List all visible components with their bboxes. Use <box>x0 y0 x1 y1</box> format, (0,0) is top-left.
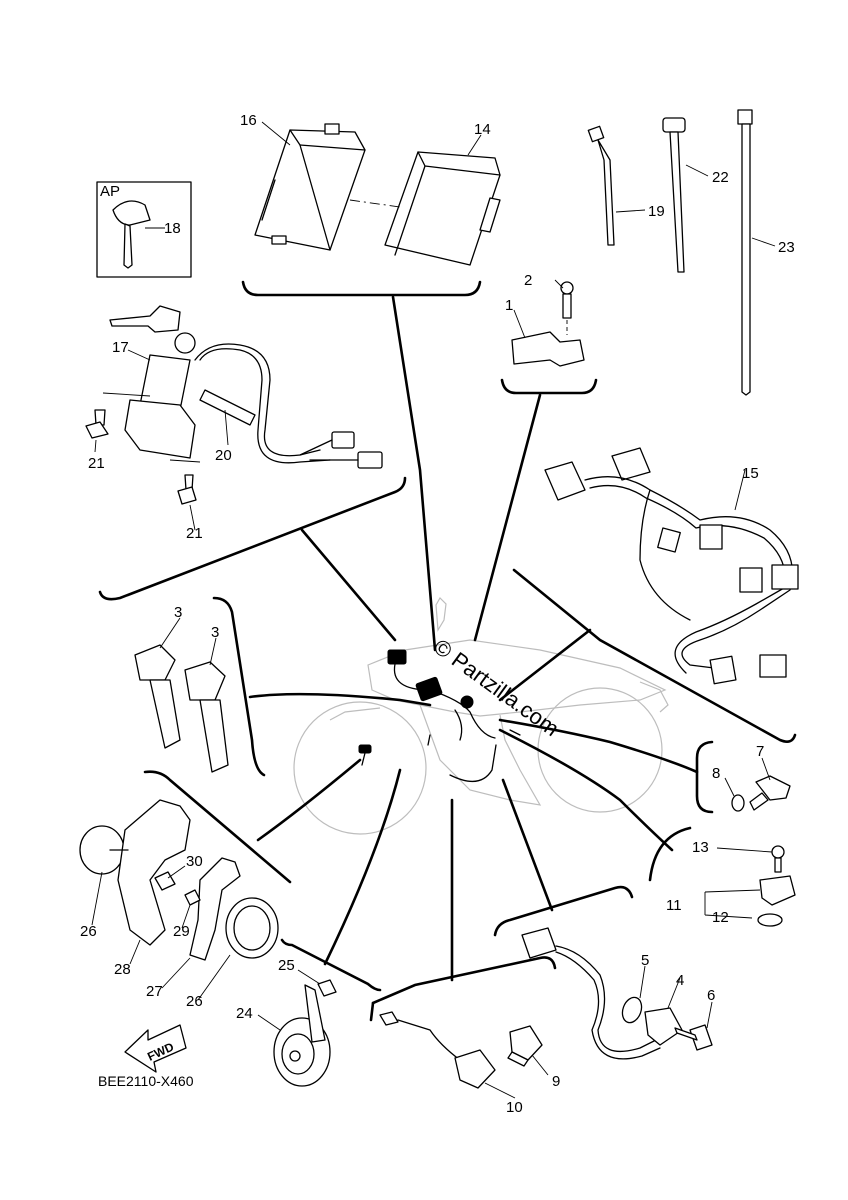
part-24-horn <box>273 979 337 1087</box>
part-15-wire-harness <box>544 447 799 685</box>
callout-7: 7 <box>756 743 764 760</box>
callout-1: 1 <box>505 297 513 314</box>
part-26-28-reflector-left <box>79 799 191 946</box>
callout-11: 11 <box>666 897 682 914</box>
callout-3b: 3 <box>211 624 219 641</box>
callout-15: 15 <box>742 465 759 482</box>
callout-30: 30 <box>186 853 203 870</box>
part-16-ecu <box>254 123 366 251</box>
motorcycle-silhouette <box>293 597 669 835</box>
part-20-wire <box>199 389 256 426</box>
fwd-arrow-icon: FWD <box>124 1024 187 1073</box>
part-10-sensor <box>379 1011 496 1089</box>
callout-8: 8 <box>712 765 720 782</box>
part-21-screws <box>85 392 201 505</box>
callout-6: 6 <box>707 987 715 1004</box>
callout-16: 16 <box>240 112 257 129</box>
part-11-sensor-set <box>704 845 796 927</box>
callout-19: 19 <box>648 203 665 220</box>
center-harness <box>358 649 521 782</box>
callout-numbers: 16 14 19 22 23 AP 18 2 1 17 20 21 21 15 … <box>80 112 795 1116</box>
callout-21a: 21 <box>88 455 105 472</box>
part-18-key-box <box>96 181 192 278</box>
callout-5: 5 <box>641 952 649 969</box>
part-23-cable-tie <box>737 109 753 396</box>
callout-14: 14 <box>474 121 491 138</box>
part-9-switch <box>507 1025 543 1067</box>
callout-17: 17 <box>112 339 129 356</box>
callout-12: 12 <box>712 909 729 926</box>
callout-4: 4 <box>676 972 684 989</box>
callout-25: 25 <box>278 957 295 974</box>
callout-9: 9 <box>552 1073 560 1090</box>
box-label-ap: AP <box>100 183 120 200</box>
callout-22: 22 <box>712 169 729 186</box>
callout-18: 18 <box>164 220 181 237</box>
part-22-cable-tie <box>662 117 686 273</box>
part-17-main-switch <box>109 305 383 469</box>
part-26-27-reflector-right <box>184 857 279 961</box>
callout-24: 24 <box>236 1005 253 1022</box>
connector-lines <box>248 295 699 982</box>
callout-13: 13 <box>692 839 709 856</box>
watermark-text: © Partzilla.com <box>429 634 564 741</box>
callout-leaders <box>91 121 776 1099</box>
group-frames <box>98 280 797 1022</box>
part-4-sensor-wire <box>521 927 713 1060</box>
callout-29: 29 <box>173 923 190 940</box>
callout-26b: 26 <box>186 993 203 1010</box>
part-19-cable-tie <box>587 125 615 246</box>
part-7-temp-sensor <box>731 775 791 812</box>
callout-20: 20 <box>215 447 232 464</box>
part-3-ignition-coils <box>134 644 229 773</box>
drawing-code: BEE2110-X460 <box>98 1073 194 1089</box>
callout-26a: 26 <box>80 923 97 940</box>
callout-27: 27 <box>146 983 163 1000</box>
part-1-sensor <box>511 281 585 367</box>
callout-2: 2 <box>524 272 532 289</box>
callout-3a: 3 <box>174 604 182 621</box>
callout-10: 10 <box>506 1099 523 1116</box>
callout-21b: 21 <box>186 525 203 542</box>
callout-28: 28 <box>114 961 131 978</box>
callout-23: 23 <box>778 239 795 256</box>
part-14-module <box>349 151 501 266</box>
